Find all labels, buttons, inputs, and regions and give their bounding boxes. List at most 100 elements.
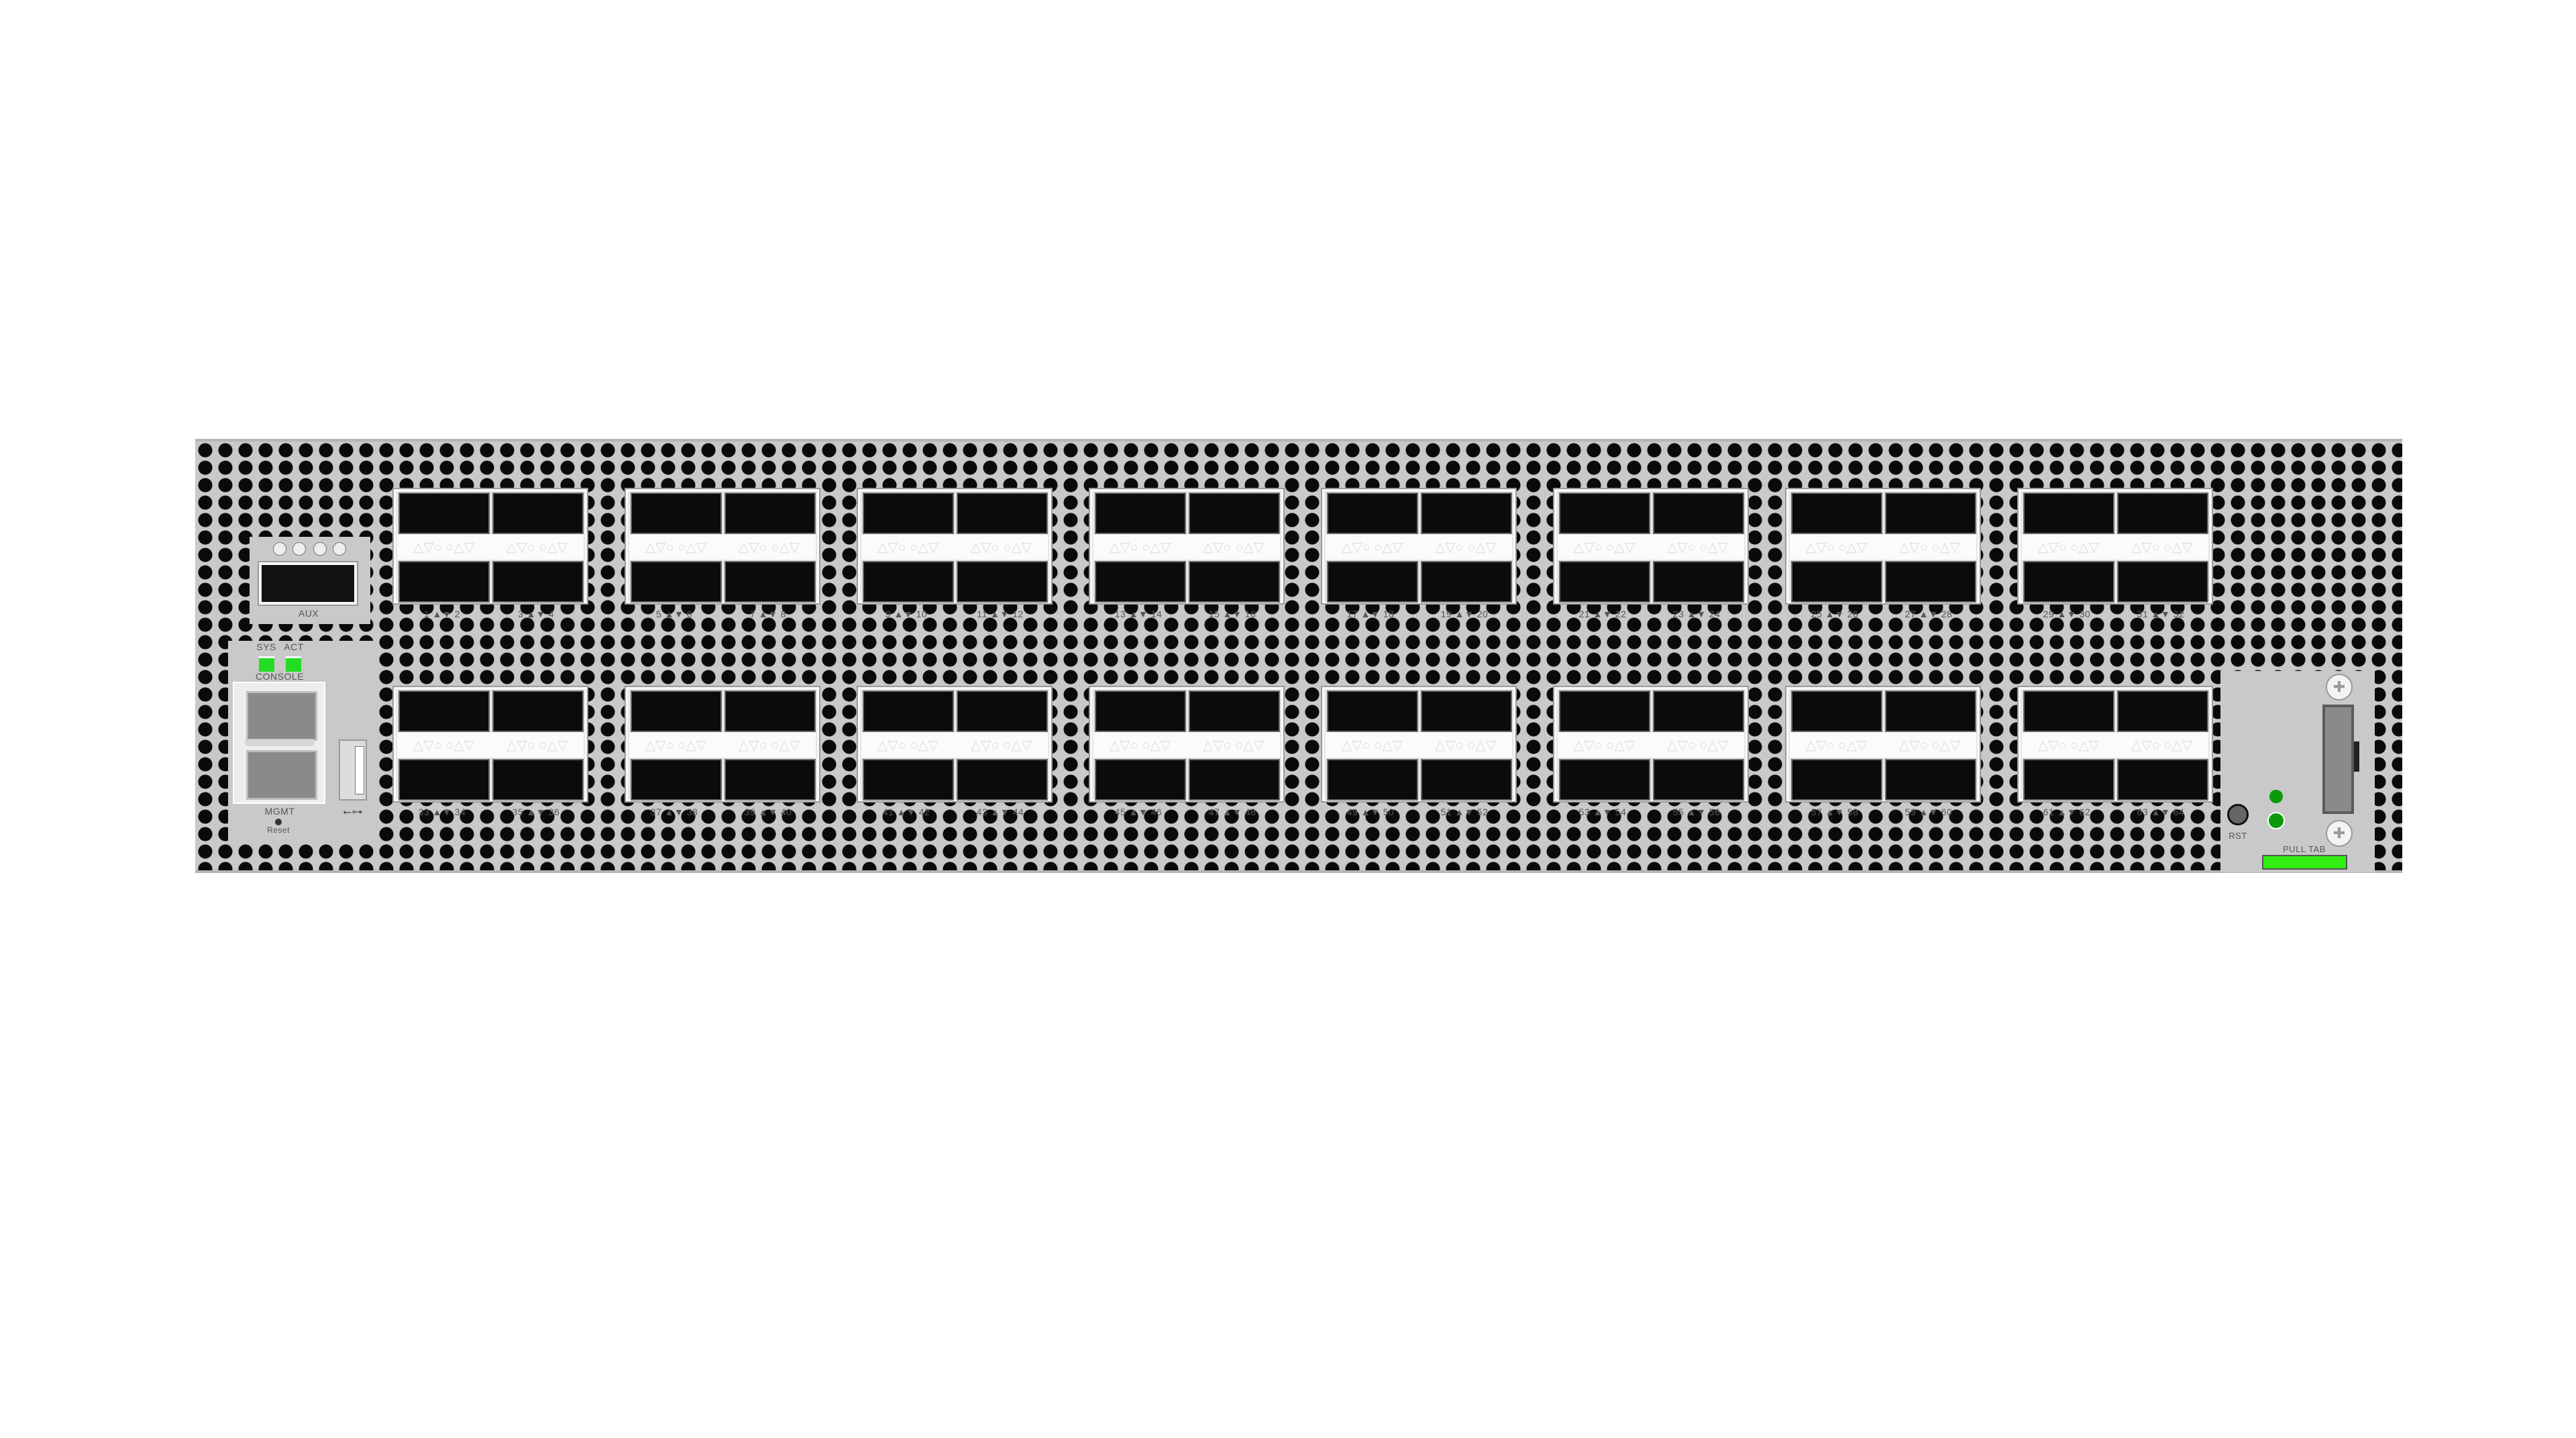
qsfp-port[interactable]	[1421, 759, 1512, 801]
qsfp-port[interactable]	[1095, 759, 1186, 801]
port-number-label: 1 ▲▼ 2	[423, 609, 461, 619]
qsfp-port[interactable]	[1791, 759, 1882, 801]
qsfp-port[interactable]	[1095, 690, 1186, 732]
qsfp-port[interactable]	[2117, 690, 2208, 732]
port-cage-group: △▽○ ○△▽△▽○ ○△▽	[1554, 489, 1748, 603]
qsfp-port[interactable]	[492, 493, 584, 534]
qsfp-port[interactable]	[631, 690, 722, 732]
port-number-label: 17 ▲▼ 18	[1346, 609, 1395, 619]
qsfp-port[interactable]	[492, 690, 584, 732]
qsfp-port[interactable]	[1327, 759, 1418, 801]
port-led-band: △▽○ ○△▽△▽○ ○△▽	[2022, 534, 2208, 560]
port-number-label: 63 ▲▼ 64	[2137, 807, 2185, 817]
qsfp-port[interactable]	[863, 690, 954, 732]
aux-led-2	[292, 542, 306, 556]
reset-pinhole[interactable]	[275, 819, 282, 825]
qsfp-port[interactable]	[1421, 690, 1512, 732]
qsfp-port[interactable]	[398, 759, 490, 801]
qsfp-port[interactable]	[1791, 690, 1882, 732]
qsfp-port[interactable]	[1327, 690, 1418, 732]
qsfp-port[interactable]	[1421, 561, 1512, 603]
port-number-label: 47 ▲▼ 48	[1208, 807, 1256, 817]
qsfp-port[interactable]	[1189, 690, 1280, 732]
port-number-label: 33 ▲▼ 34	[418, 807, 466, 817]
aux-port[interactable]	[259, 562, 357, 605]
port-led-symbols: △▽○ ○△▽	[1898, 737, 1961, 753]
qsfp-port[interactable]	[1653, 493, 1744, 534]
port-number-label: 43 ▲▼ 44	[976, 807, 1024, 817]
qsfp-port[interactable]	[724, 690, 816, 732]
qsfp-port[interactable]	[957, 759, 1048, 801]
mgmt-label: MGMT	[264, 806, 295, 817]
console-header-connector[interactable]	[2322, 705, 2354, 814]
qsfp-port[interactable]	[863, 759, 954, 801]
qsfp-port[interactable]	[398, 493, 490, 534]
qsfp-port[interactable]	[1327, 561, 1418, 603]
qsfp-port[interactable]	[398, 690, 490, 732]
port-led-symbols: △▽○ ○△▽	[645, 737, 707, 753]
qsfp-port[interactable]	[2117, 561, 2208, 603]
qsfp-port[interactable]	[724, 493, 816, 534]
qsfp-port[interactable]	[1653, 759, 1744, 801]
qsfp-port[interactable]	[1791, 561, 1882, 603]
port-cage-group: △▽○ ○△▽△▽○ ○△▽	[626, 489, 819, 603]
qsfp-port[interactable]	[1421, 493, 1512, 534]
qsfp-port[interactable]	[2117, 493, 2208, 534]
pull-tab[interactable]	[2262, 855, 2347, 870]
qsfp-port[interactable]	[1327, 493, 1418, 534]
qsfp-port[interactable]	[2023, 493, 2114, 534]
qsfp-port[interactable]	[1559, 759, 1650, 801]
qsfp-port[interactable]	[1559, 493, 1650, 534]
qsfp-port[interactable]	[1885, 690, 1976, 732]
sys-led	[259, 656, 274, 672]
qsfp-port[interactable]	[724, 561, 816, 603]
mgmt-port[interactable]	[246, 750, 317, 800]
port-led-symbols: △▽○ ○△▽	[506, 737, 568, 753]
qsfp-port[interactable]	[957, 493, 1048, 534]
qsfp-port[interactable]	[1095, 561, 1186, 603]
qsfp-port[interactable]	[863, 561, 954, 603]
port-number-label: 13 ▲▼ 14	[1114, 609, 1163, 619]
qsfp-port[interactable]	[631, 759, 722, 801]
qsfp-port[interactable]	[1653, 561, 1744, 603]
port-led-band: △▽○ ○△▽ △▽○ ○△▽	[397, 732, 584, 758]
qsfp-port[interactable]	[957, 690, 1048, 732]
aux-label: AUX	[298, 608, 319, 619]
port-led-symbols: △▽○ ○△▽	[413, 540, 475, 555]
qsfp-port[interactable]	[1791, 493, 1882, 534]
port-led-symbols: △▽○ ○△▽	[413, 737, 475, 753]
sys-label: SYS	[256, 641, 276, 652]
qsfp-port[interactable]	[2117, 759, 2208, 801]
qsfp-port[interactable]	[863, 493, 954, 534]
reset-label: Reset	[267, 825, 290, 835]
qsfp-port[interactable]	[492, 561, 584, 603]
usb-port[interactable]	[339, 739, 367, 801]
screw-top-icon: ✚	[2326, 674, 2353, 701]
qsfp-port[interactable]	[1189, 493, 1280, 534]
qsfp-port[interactable]	[1559, 561, 1650, 603]
qsfp-port[interactable]	[1885, 759, 1976, 801]
qsfp-port[interactable]	[398, 561, 490, 603]
qsfp-port[interactable]	[1653, 690, 1744, 732]
qsfp-port[interactable]	[1885, 493, 1976, 534]
qsfp-port[interactable]	[1885, 561, 1976, 603]
port-number-label: 57 ▲▼ 58	[1811, 807, 1859, 817]
qsfp-port[interactable]	[1189, 759, 1280, 801]
qsfp-port[interactable]	[1559, 690, 1650, 732]
port-led-symbols: △▽○ ○△▽	[2037, 737, 2100, 753]
qsfp-port[interactable]	[631, 493, 722, 534]
qsfp-port[interactable]	[1189, 561, 1280, 603]
qsfp-port[interactable]	[2023, 561, 2114, 603]
qsfp-port[interactable]	[2023, 690, 2114, 732]
port-led-symbols: △▽○ ○△▽	[1434, 737, 1497, 753]
qsfp-port[interactable]	[492, 759, 584, 801]
port-led-symbols: △▽○ ○△▽	[1898, 540, 1961, 555]
qsfp-port[interactable]	[631, 561, 722, 603]
qsfp-port[interactable]	[724, 759, 816, 801]
qsfp-port[interactable]	[957, 561, 1048, 603]
rst-button[interactable]	[2227, 804, 2249, 825]
usb-tongue	[355, 746, 364, 794]
console-port[interactable]	[246, 691, 317, 741]
qsfp-port[interactable]	[2023, 759, 2114, 801]
qsfp-port[interactable]	[1095, 493, 1186, 534]
